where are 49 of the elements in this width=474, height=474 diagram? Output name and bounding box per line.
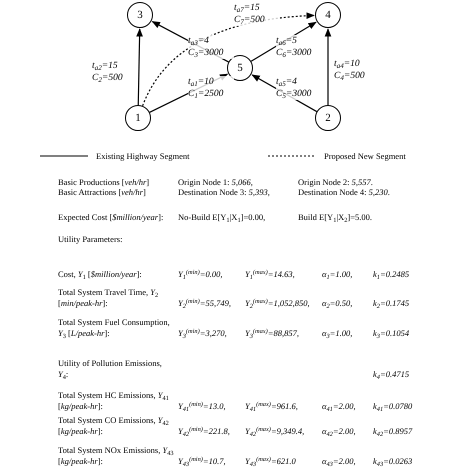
row-heading: Utility of Pollution Emissions, Y$_{4}$: bbox=[58, 358, 163, 380]
parameter-value: Origin Node 2: 5,557. bbox=[298, 177, 373, 188]
row-heading: Total System HC Emissions, Y$_{41}$ [kg/peak-hr]: bbox=[58, 390, 170, 412]
parameter-value: k$_{2}$=0.1745 bbox=[373, 298, 410, 309]
parameter-value: Destination Node 4: 5,230. bbox=[298, 187, 390, 198]
edge-label: t$_{a7}$=15 C$_{7}$=500 bbox=[234, 2, 280, 26]
parameter-value: α$_{43}$=2.00, bbox=[322, 456, 356, 467]
row-heading: Total System NOx Emissions, Y$_{43}$ [kg/peak-hr]: bbox=[58, 445, 174, 467]
parameter-value: α$_{41}$=2.00, bbox=[322, 401, 356, 412]
parameter-value: Y$_{42}$$^{(min)}$=221.8, bbox=[178, 426, 230, 437]
parameter-value: α$_{2}$=0.50, bbox=[322, 298, 352, 309]
edge-label: t$_{a1}$=10 C$_{1}$=2500 bbox=[188, 76, 234, 100]
parameter-value: Y$_{43}$$^{(min)}$=10.7, bbox=[178, 456, 226, 467]
row-heading: Utility Parameters: bbox=[58, 234, 124, 245]
parameter-value: k$_{1}$=0.2485 bbox=[373, 269, 410, 280]
row-heading: Total System Travel Time, Y$_{2}$ [min/peak-hr]: bbox=[58, 287, 160, 309]
parameter-value: Y$_{3}$$^{(min)}$=3,270, bbox=[178, 328, 227, 339]
parameter-value: Y$_{41}$$^{(min)}$=13.0, bbox=[178, 401, 226, 412]
parameter-value: Destination Node 3: 5,393, bbox=[178, 187, 270, 198]
edge-label: t$_{a3}$=4 C$_{3}$=3000 bbox=[188, 35, 234, 59]
parameter-value: α$_{1}$=1.00, bbox=[322, 269, 352, 280]
parameter-value: Y$_{1}$$^{(max)}$=14.63, bbox=[245, 269, 295, 280]
parameter-value: Y$_{42}$$^{(max)}$=9,349.4, bbox=[245, 426, 304, 437]
parameter-value: No-Build E[Y$_{1}$|X$_{1}$]=0.00, bbox=[178, 212, 266, 223]
arrow bbox=[136, 28, 143, 106]
parameter-value: Y$_{2}$$^{(min)}$=55,749, bbox=[178, 298, 231, 309]
row-heading: Basic Productions [veh/hr] bbox=[58, 177, 150, 188]
row-heading: Basic Attractions [veh/hr] bbox=[58, 187, 147, 198]
legend-text: Proposed New Segment bbox=[324, 150, 406, 163]
parameter-value: k$_{3}$=0.1054 bbox=[373, 328, 410, 339]
parameter-value: Origin Node 1: 5,066, bbox=[178, 177, 253, 188]
parameter-value: α$_{42}$=2.00, bbox=[322, 426, 356, 437]
row-heading: Expected Cost [$million/year]: bbox=[58, 212, 164, 223]
parameter-value: Build E[Y$_{1}$|X$_{2}$]=5.00. bbox=[298, 212, 372, 223]
legend-text: Existing Highway Segment bbox=[96, 150, 190, 163]
parameter-value: Y$_{2}$$^{(max)}$=1,052,850, bbox=[245, 298, 310, 309]
parameter-value: Y$_{3}$$^{(max)}$=88,857, bbox=[245, 328, 300, 339]
parameter-value: k$_{4}$=0.4715 bbox=[373, 369, 410, 380]
parameter-value: k$_{41}$=0.0780 bbox=[373, 401, 412, 412]
parameter-value: Y$_{41}$$^{(max)}$=961.6, bbox=[245, 401, 298, 412]
parameter-value: Y$_{1}$$^{(min)}$=0.00, bbox=[178, 269, 222, 280]
parameter-value: k$_{42}$=0.8957 bbox=[373, 426, 412, 437]
arrow bbox=[324, 28, 332, 105]
parameter-value: α$_{3}$=1.00, bbox=[322, 328, 352, 339]
row-heading: Total System CO Emissions, Y$_{42}$ [kg/peak-hr]: bbox=[58, 415, 170, 437]
row-heading: Total System Fuel Consumption, Y$_{3}$ [L/peak-hr]: bbox=[58, 317, 171, 339]
parameter-value: k$_{43}$=0.0263 bbox=[373, 456, 412, 467]
parameter-value: Y$_{43}$$^{(max)}$=621.0 bbox=[245, 456, 296, 467]
row-heading: Cost, Y$_{1}$ [$million/year]: bbox=[58, 269, 143, 280]
